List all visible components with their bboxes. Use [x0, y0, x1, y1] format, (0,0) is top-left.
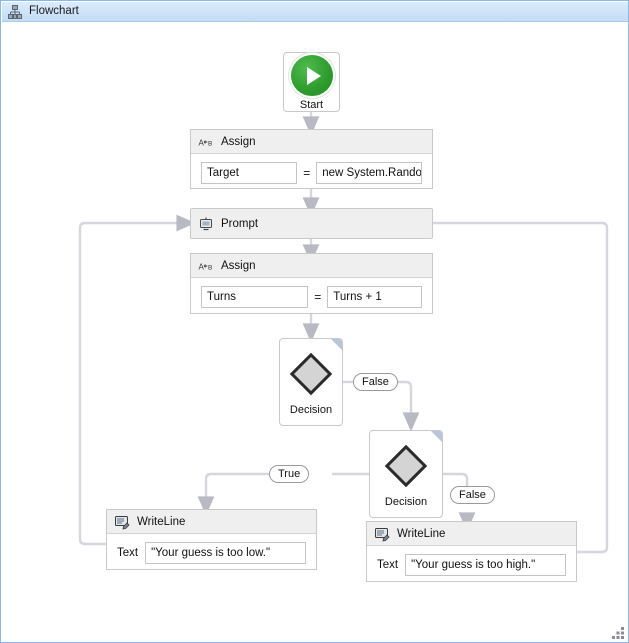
- assign-ab-icon: A B: [199, 138, 213, 147]
- writeline-low-text-field[interactable]: "Your guess is too low.": [145, 542, 306, 564]
- writeline-high-header: WriteLine: [367, 522, 576, 546]
- svg-text:B: B: [208, 140, 212, 147]
- decision-diamond-icon: [288, 351, 334, 397]
- writeline-low-field-label: Text: [117, 547, 139, 559]
- node-assign-turns[interactable]: A B Assign Turns = Turns + 1: [190, 253, 433, 314]
- assign-turns-body: Turns = Turns + 1: [191, 278, 432, 316]
- window-titlebar: Flowchart: [2, 2, 628, 22]
- decision-corner-marker: [331, 339, 342, 350]
- node-prompt[interactable]: Prompt: [190, 208, 433, 239]
- connector-label-decision2-true[interactable]: True: [269, 465, 310, 483]
- decision-1-label: Decision: [289, 404, 333, 416]
- prompt-header: Prompt: [191, 209, 432, 238]
- assign-turns-to-field[interactable]: Turns: [201, 286, 309, 308]
- flowchart-canvas[interactable]: Start A B Assign Target = new System.Ran…: [2, 22, 628, 642]
- writeline-low-body: Text "Your guess is too low.": [107, 534, 316, 572]
- assign-turns-operator: =: [314, 290, 322, 304]
- assign-ab-icon: A B: [199, 262, 213, 271]
- assign-target-operator: =: [303, 166, 311, 180]
- assign-target-value-field[interactable]: new System.Randoı: [316, 162, 422, 184]
- assign-target-header: A B Assign: [191, 130, 432, 154]
- writeline-high-title: WriteLine: [397, 527, 446, 540]
- assign-target-body: Target = new System.Randoı: [191, 154, 432, 192]
- writeline-high-field-label: Text: [377, 559, 399, 571]
- assign-turns-title: Assign: [221, 259, 256, 272]
- node-writeline-low[interactable]: WriteLine Text "Your guess is too low.": [106, 509, 317, 570]
- node-decision-2[interactable]: Decision: [369, 430, 443, 518]
- node-start[interactable]: Start: [283, 52, 340, 112]
- connector-label-decision2-false[interactable]: False: [450, 486, 495, 504]
- writeline-low-header: WriteLine: [107, 510, 316, 534]
- start-label: Start: [299, 99, 324, 111]
- play-icon: [290, 55, 333, 96]
- writeline-high-body: Text "Your guess is too high.": [367, 546, 576, 584]
- assign-target-to-field[interactable]: Target: [201, 162, 298, 184]
- resize-grip[interactable]: [612, 625, 626, 639]
- svg-text:A: A: [199, 262, 205, 271]
- writeline-high-text-field[interactable]: "Your guess is too high.": [405, 554, 566, 576]
- writeline-icon: [375, 527, 390, 542]
- node-assign-target[interactable]: A B Assign Target = new System.Randoı: [190, 129, 433, 189]
- assign-turns-value-field[interactable]: Turns + 1: [327, 286, 422, 308]
- node-writeline-high[interactable]: WriteLine Text "Your guess is too high.": [366, 521, 577, 582]
- decision-diamond-icon: [383, 443, 429, 489]
- writeline-low-title: WriteLine: [137, 515, 186, 528]
- connector-label-decision1-false[interactable]: False: [353, 373, 398, 391]
- assign-target-title: Assign: [221, 135, 256, 148]
- svg-text:B: B: [208, 264, 212, 271]
- prompt-title: Prompt: [221, 217, 259, 230]
- flowchart-hierarchy-icon: [8, 4, 22, 19]
- assign-turns-header: A B Assign: [191, 254, 432, 278]
- decision-corner-marker: [431, 431, 442, 442]
- svg-text:A: A: [199, 138, 205, 147]
- node-decision-1[interactable]: Decision: [279, 338, 343, 426]
- window-title: Flowchart: [29, 4, 79, 17]
- decision-2-label: Decision: [384, 496, 428, 508]
- writeline-icon: [115, 515, 130, 530]
- prompt-monitor-icon: [200, 217, 212, 230]
